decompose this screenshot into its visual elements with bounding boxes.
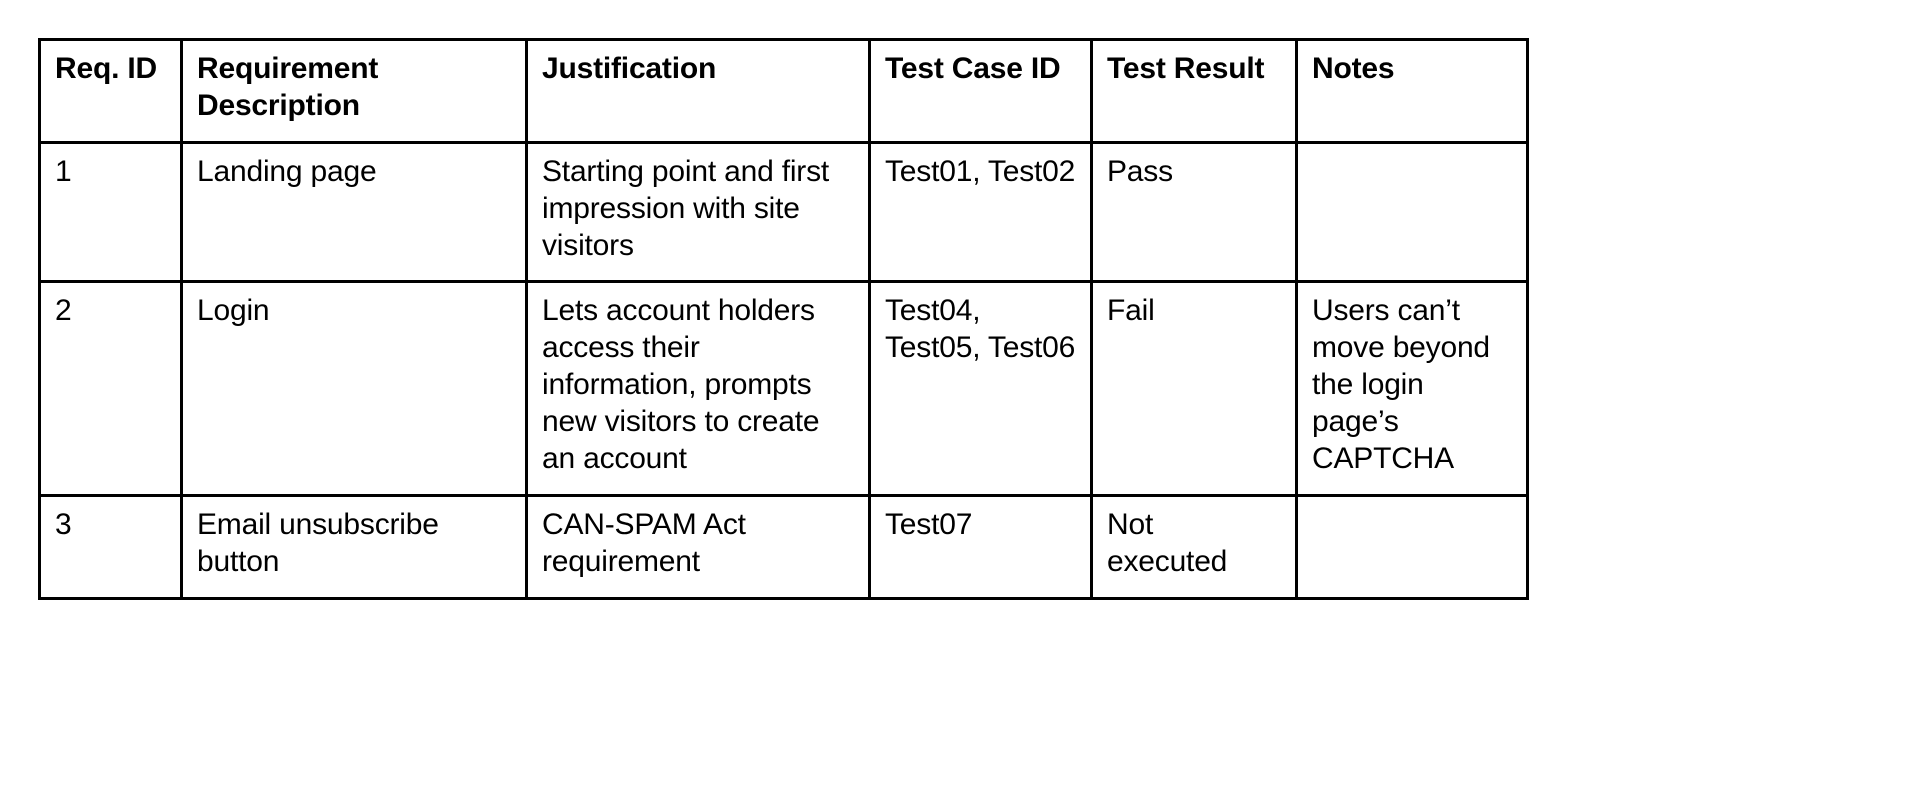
cell-requirement-description-value: Login xyxy=(197,294,270,328)
cell-justification: Lets account holders access their inform… xyxy=(525,280,871,497)
cell-test-case-id: Test07 xyxy=(868,493,1093,600)
cell-notes xyxy=(1295,493,1529,600)
cell-test-result: Pass xyxy=(1090,140,1298,284)
cell-test-case-id: Test01, Test02 xyxy=(868,140,1093,284)
cell-test-result-value: Fail xyxy=(1107,294,1155,328)
cell-req-id: 3 xyxy=(38,493,183,600)
cell-req-id: 1 xyxy=(38,140,183,284)
cell-requirement-description-value: Landing page xyxy=(197,154,377,188)
cell-req-id: 2 xyxy=(38,280,183,497)
column-header-test-case-id-label: Test Case ID xyxy=(885,52,1061,85)
cell-notes-value xyxy=(1312,507,1512,508)
column-header-req-id-label: Req. ID xyxy=(55,52,157,85)
cell-test-result: Not executed xyxy=(1090,493,1298,600)
column-header-notes: Notes xyxy=(1295,38,1529,144)
column-header-justification-label: Justification xyxy=(542,52,717,85)
cell-justification: Starting point and first impression with… xyxy=(525,140,871,284)
table-body: 1 Landing page Starting point and first … xyxy=(38,140,1529,600)
column-header-justification: Justification xyxy=(525,38,871,144)
cell-justification: CAN-SPAM Act requirement xyxy=(525,493,871,600)
cell-req-id-value: 1 xyxy=(55,154,72,188)
cell-requirement-description: Email unsubscribe button xyxy=(180,493,528,600)
cell-requirement-description: Login xyxy=(180,280,528,497)
table-row: 2 Login Lets account holders access thei… xyxy=(38,280,1529,497)
cell-test-result-value: Not executed xyxy=(1107,507,1228,578)
cell-test-result-value: Pass xyxy=(1107,154,1173,188)
column-header-test-result-label: Test Result xyxy=(1107,52,1265,85)
cell-test-case-id-value: Test07 xyxy=(885,507,973,541)
cell-justification-value: Starting point and first impression with… xyxy=(542,154,830,262)
cell-justification-value: CAN-SPAM Act requirement xyxy=(542,507,746,578)
cell-notes: Users can’t move beyond the login page’s… xyxy=(1295,280,1529,497)
column-header-requirement-description: Requirement Description xyxy=(180,38,528,144)
column-header-test-case-id: Test Case ID xyxy=(868,38,1093,144)
cell-test-case-id: Test04, Test05, Test06 xyxy=(868,280,1093,497)
cell-notes-value xyxy=(1312,154,1512,155)
cell-test-case-id-value: Test04, Test05, Test06 xyxy=(885,294,1076,365)
cell-notes-value: Users can’t move beyond the login page’s… xyxy=(1312,294,1490,476)
cell-test-case-id-value: Test01, Test02 xyxy=(885,154,1076,188)
column-header-req-id: Req. ID xyxy=(38,38,183,144)
cell-req-id-value: 2 xyxy=(55,294,72,328)
cell-req-id-value: 3 xyxy=(55,507,72,541)
column-header-test-result: Test Result xyxy=(1090,38,1298,144)
cell-test-result: Fail xyxy=(1090,280,1298,497)
table-row: 3 Email unsubscribe button CAN-SPAM Act … xyxy=(38,493,1529,600)
requirements-table-container: Req. ID Requirement Description Justific… xyxy=(38,38,1529,600)
table-row: 1 Landing page Starting point and first … xyxy=(38,140,1529,284)
column-header-requirement-description-label: Requirement Description xyxy=(197,52,379,122)
cell-notes xyxy=(1295,140,1529,284)
column-header-notes-label: Notes xyxy=(1312,52,1395,85)
table-header: Req. ID Requirement Description Justific… xyxy=(38,38,1529,144)
requirements-traceability-table: Req. ID Requirement Description Justific… xyxy=(38,38,1529,600)
cell-requirement-description: Landing page xyxy=(180,140,528,284)
cell-justification-value: Lets account holders access their inform… xyxy=(542,294,820,476)
cell-requirement-description-value: Email unsubscribe button xyxy=(197,507,439,578)
table-header-row: Req. ID Requirement Description Justific… xyxy=(38,38,1529,144)
